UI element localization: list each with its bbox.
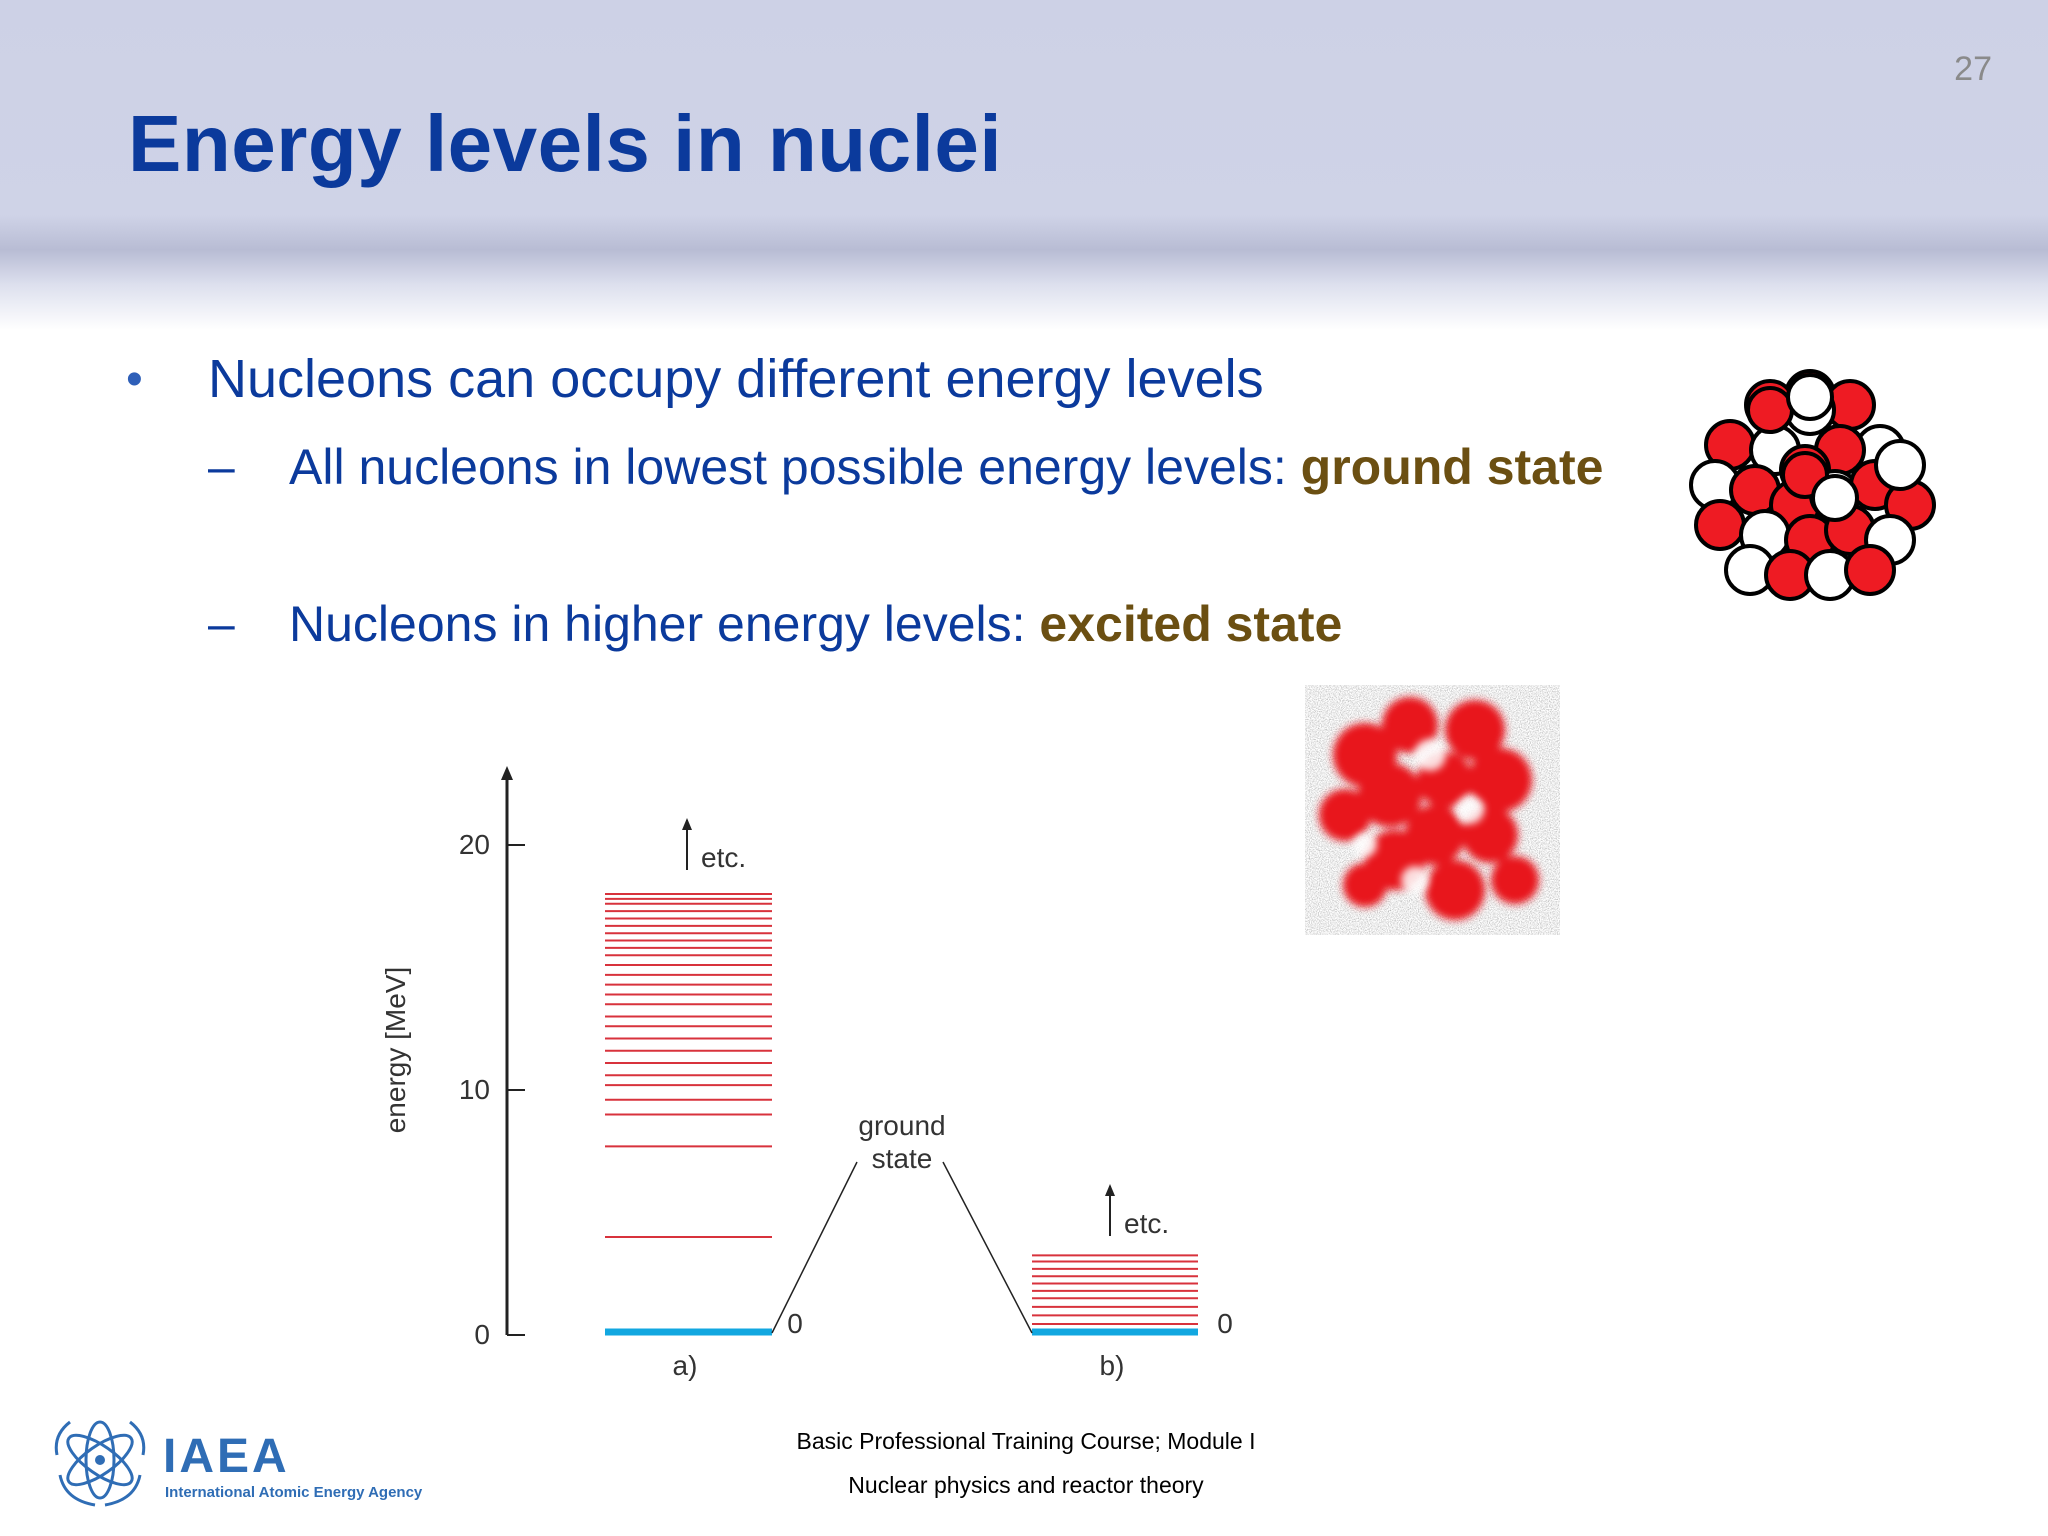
y-axis-label: energy [MeV] [380,967,411,1134]
excited-state-nucleus-image [1310,688,1554,932]
up-arrow-icon [682,818,692,830]
dash-icon: – [208,441,235,494]
dash-icon: – [208,598,235,651]
ground-zero-label: 0 [787,1308,803,1339]
ground-pointer-line [942,1161,1033,1334]
etc-label: etc. [1124,1208,1169,1239]
slide-number: 27 [1954,50,1992,88]
page-title: Energy levels in nuclei [128,99,1003,188]
y-tick-label: 20 [459,829,490,860]
bullet-text: Nucleons can occupy different energy lev… [208,349,1264,409]
highlight-ground-state: ground state [1300,439,1604,495]
footer-course: Basic Professional Training Course; Modu… [796,1428,1256,1454]
energy-level-diagram: 0 10 20 energy [MeV] 0 a) etc. 0 b) etc. groundsta… [380,766,1233,1381]
header-band [0,0,2048,330]
subbullet-ground: All nucleons in lowest possible energy l… [289,439,1604,495]
atom-icon [95,1455,105,1465]
panel-label: a) [673,1350,698,1381]
logo-subtitle: International Atomic Energy Agency [165,1484,423,1501]
up-arrow-icon [1105,1184,1115,1196]
ground-state-label-1: ground [858,1110,945,1141]
ground-zero-label: 0 [1217,1308,1233,1339]
y-axis-arrow-icon [501,766,513,780]
y-tick-label: 0 [474,1319,490,1350]
subbullet-excited: Nucleons in higher energy levels: excite… [289,596,1343,652]
ground-state-nucleus-image [1689,369,1936,601]
ground-pointer-line [771,1161,858,1334]
highlight-excited-state: excited state [1039,596,1343,652]
ground-state-label-2: state [872,1143,933,1174]
bullet-dot-icon: • [126,353,143,406]
y-tick-label: 10 [459,1074,490,1105]
logo-text: IAEA [163,1430,290,1483]
panel-label: b) [1100,1350,1125,1381]
footer-module: Nuclear physics and reactor theory [848,1472,1204,1498]
etc-label: etc. [701,842,746,873]
iaea-logo: IAEA International Atomic Energy Agency [54,1420,423,1507]
